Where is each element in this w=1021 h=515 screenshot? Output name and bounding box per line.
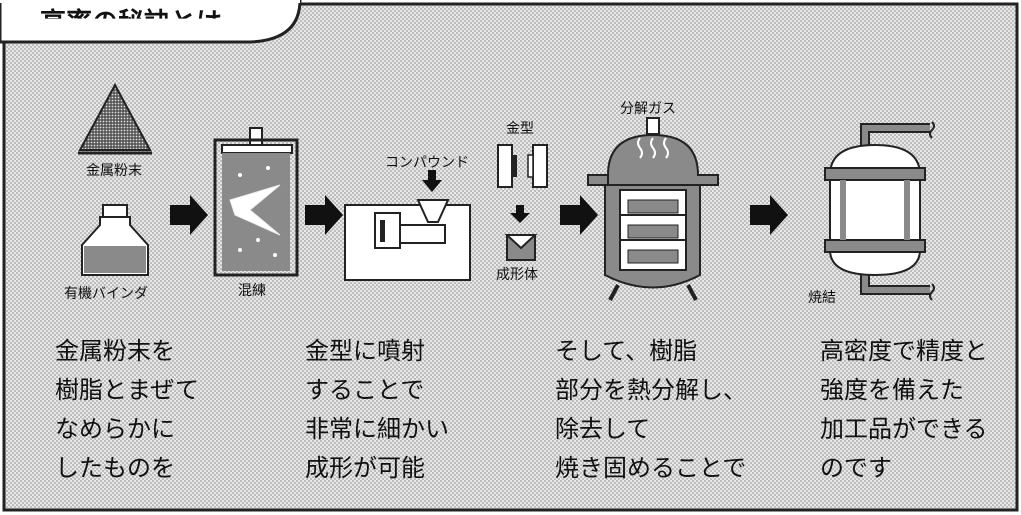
description-line: 金型に噴射 (305, 337, 425, 365)
arrow-right-icon (170, 195, 208, 235)
kneader-icon (213, 127, 299, 277)
description-step-4: 高密度で精度と 強度を備えた 加工品ができる のです (820, 332, 988, 488)
molded-body-icon (504, 234, 538, 261)
injection-machine-icon (344, 199, 471, 281)
description-step-3: そして、樹脂 部分を熱分解し、 除去して 焼き固めることで (555, 332, 747, 488)
metal-powder-pile-icon (78, 82, 152, 155)
description-line: そして、樹脂 (555, 337, 698, 365)
compound-label: コンパウンド (385, 155, 469, 171)
debinding-furnace-icon (587, 117, 719, 301)
mold-icon (497, 144, 548, 188)
mold-label: 金型 (506, 121, 534, 137)
molded-body-label: 成形体 (496, 267, 538, 283)
description-line: のです (820, 454, 892, 482)
organic-binder-label: 有機バインダ (64, 286, 148, 302)
description-line: 金属粉末を (55, 337, 175, 365)
description-step-2: 金型に噴射 することで 非常に細かい 成形が可能 (305, 332, 449, 488)
description-step-1: 金属粉末を 樹脂とまぜて なめらかに したものを (55, 332, 199, 488)
binder-bottle-icon (81, 204, 149, 276)
description-line: 焼き固めることで (555, 454, 747, 482)
header-bubble (0, 0, 302, 44)
arrow-right-icon (560, 195, 598, 235)
sintering-label: 焼結 (808, 290, 836, 306)
arrow-right-icon (750, 195, 788, 235)
arrow-right-icon (305, 195, 343, 235)
decomposition-gas-label: 分解ガス (620, 101, 676, 117)
description-line: なめらかに (55, 415, 175, 443)
description-line: 部分を熱分解し、 (555, 376, 747, 404)
arrow-down-icon (422, 170, 442, 192)
metal-powder-label: 金属粉末 (86, 163, 142, 179)
description-line: 除去して (555, 415, 651, 443)
description-line: 樹脂とまぜて (55, 376, 199, 404)
description-line: 非常に細かい (305, 415, 449, 443)
arrow-down-icon (510, 205, 530, 223)
header-bubble-text: 高率の秘訣とは (40, 2, 222, 19)
description-line: したものを (55, 454, 175, 482)
sintering-furnace-icon (824, 121, 935, 301)
description-line: 加工品ができる (820, 415, 988, 443)
description-line: 成形が可能 (305, 454, 425, 482)
description-line: 高密度で精度と (820, 337, 988, 365)
kneading-label: 混練 (238, 283, 266, 299)
description-line: することで (305, 376, 425, 404)
description-line: 強度を備えた (820, 376, 964, 404)
